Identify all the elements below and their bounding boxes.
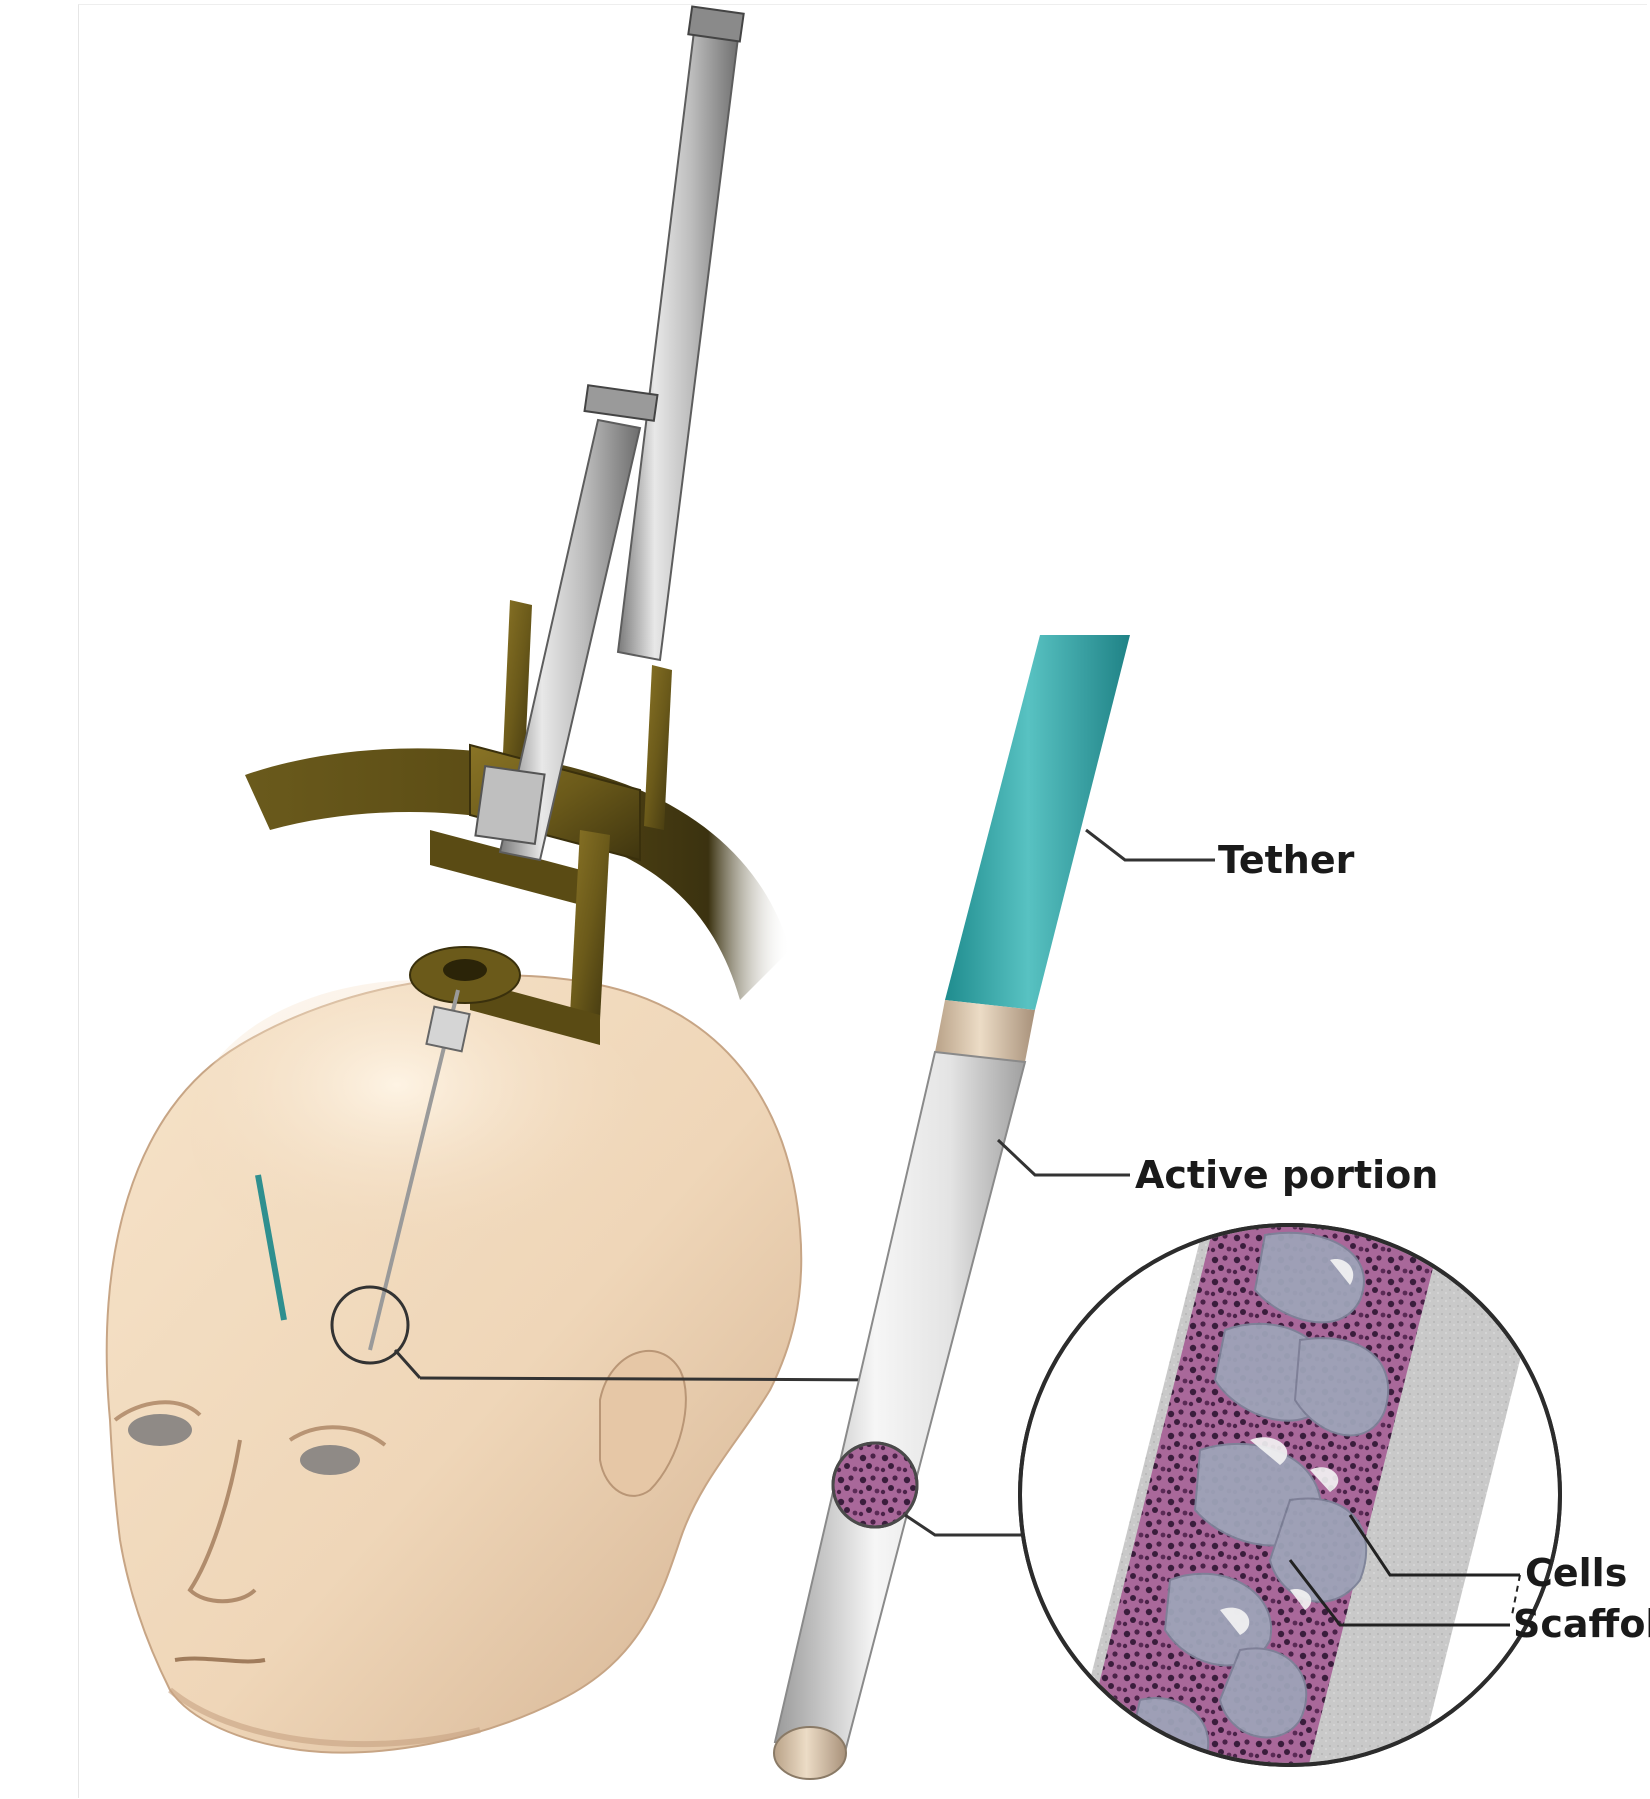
right-eye-icon [300,1445,360,1475]
leader-line-rod [905,1515,1030,1535]
leader-active-portion [998,1140,1130,1175]
tether-segment [945,635,1130,1010]
active-portion-segment [775,1052,1025,1752]
leader-line-head [420,1378,900,1380]
label-cells: Cells [1525,1551,1627,1595]
left-eye-icon [128,1414,192,1446]
leader-tether [1086,830,1215,860]
label-tether: Tether [1218,838,1355,882]
head-icon [107,975,802,1752]
label-scaffold: Scaffol [1513,1602,1650,1646]
label-active-portion: Active portion [1135,1153,1438,1197]
magnified-inset-icon [1000,1200,1600,1799]
